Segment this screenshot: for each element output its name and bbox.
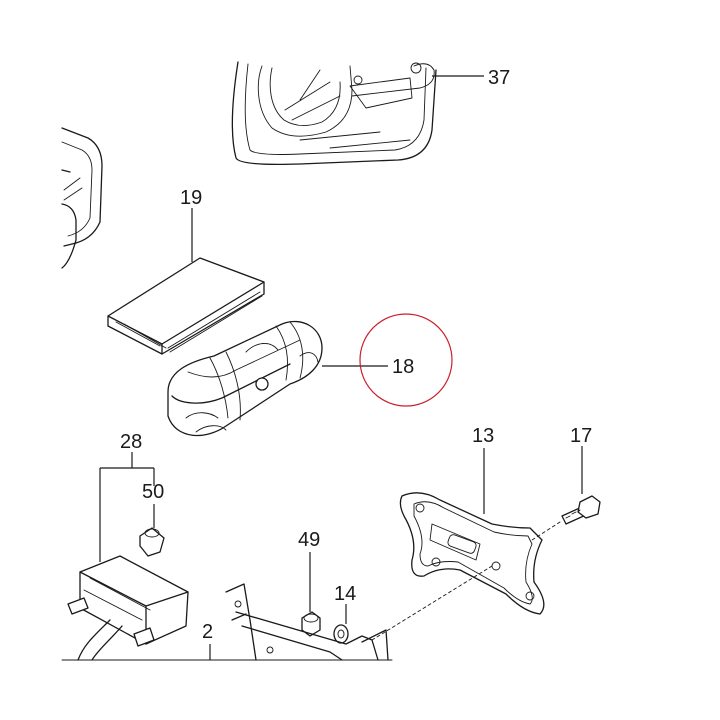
part-49-nut [301,611,321,637]
part-14-washer [333,624,349,644]
part-50-cap [139,527,165,557]
callout-18: 18 [392,356,414,378]
callout-49: 49 [298,529,320,551]
callout-13: 13 [472,425,494,447]
part-28-connector-block [67,555,189,661]
callout-17: 17 [570,425,592,447]
callout-19: 19 [180,187,202,209]
part-19-filter-pad [107,257,265,355]
part-13-bracket [399,492,545,615]
part-2-frame [225,583,389,661]
mount-axis [371,565,493,641]
callout-50: 50 [142,481,164,503]
highlight-circle-18 [359,313,453,407]
strap-buckle [255,377,269,391]
callout-28: 28 [120,431,142,453]
cover-part [61,127,103,269]
part-17-bolt [561,495,601,525]
callout-37: 37 [488,67,510,89]
callout-2: 2 [202,621,213,643]
callout-14: 14 [334,583,356,605]
part-18-rolled-pouch [167,320,323,437]
part-37-housing [231,61,437,166]
